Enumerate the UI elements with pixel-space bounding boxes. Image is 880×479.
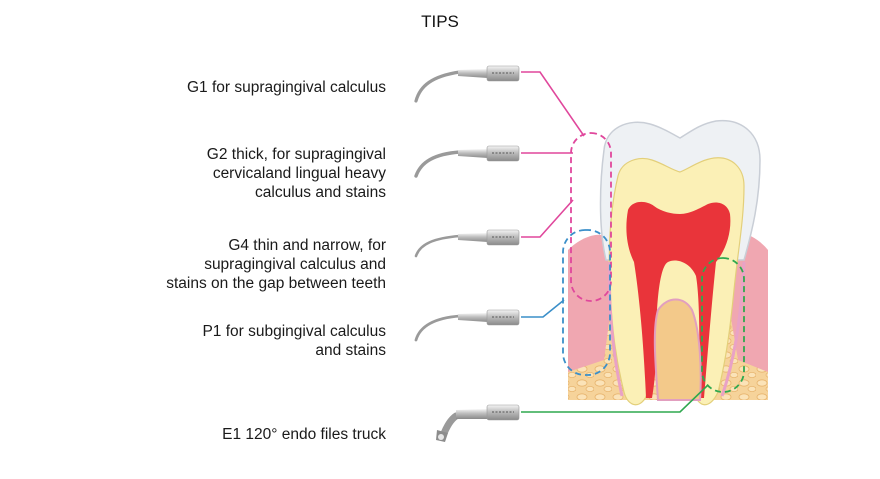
tip-label-g2: G2 thick, for supragingival cervicaland …	[206, 146, 386, 201]
target-zone-supragingival	[570, 132, 612, 302]
tip-label-e1: E1 120° endo files truck	[222, 426, 386, 443]
tip-label-g1: G1 for supragingival calculus	[186, 79, 386, 96]
tooth-illustration	[568, 119, 768, 406]
leader-line-e1	[521, 384, 709, 413]
leader-line-p1	[521, 299, 565, 318]
leader-line-g1	[521, 71, 585, 137]
diagram-title: TIPS	[421, 12, 459, 31]
scaler-tip-p1	[414, 309, 520, 342]
gum-left	[568, 234, 612, 372]
leader-line-g4	[521, 199, 574, 238]
tip-label-p1: P1 for subgingival calculus and stains	[202, 323, 386, 359]
scaler-tip-g1	[414, 65, 520, 103]
pulp	[626, 201, 731, 398]
endo-tip-e1	[436, 404, 520, 442]
target-zone-subgingival	[562, 229, 611, 376]
target-zone-endo	[701, 257, 745, 393]
scaler-tip-g2	[414, 145, 520, 178]
scaler-tip-g4	[414, 229, 520, 258]
tip-label-g4: G4 thin and narrow, for supragingival ca…	[166, 237, 386, 292]
